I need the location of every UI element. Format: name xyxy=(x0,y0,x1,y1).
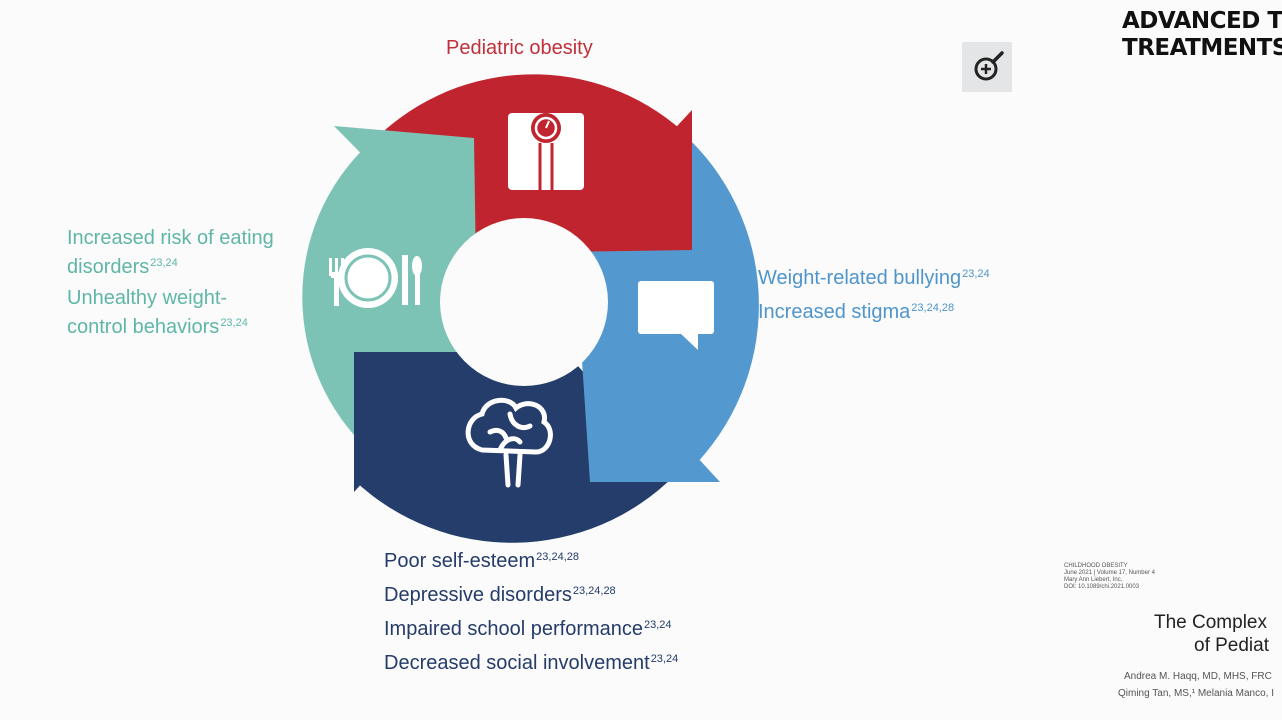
label-line: disorders23,24 xyxy=(67,256,178,278)
author-line: Qiming Tan, MS,¹ Melania Manco, I xyxy=(1118,688,1274,699)
meta-line: Mary Ann Liebert, Inc. xyxy=(1064,577,1123,583)
label-line: control behaviors23,24 xyxy=(67,316,248,338)
meta-line: DOI: 10.1089/chi.2021.0003 xyxy=(1064,584,1140,590)
zoom-in-icon xyxy=(974,51,1004,81)
center-title: Pediatric obesity xyxy=(446,37,593,59)
label-line: Increased risk of eating xyxy=(67,227,274,249)
left-label-eating-disorders: Increased risk of eating disorders23,24 xyxy=(67,226,274,280)
author-line: Andrea M. Haqq, MD, MHS, FRC xyxy=(1124,671,1272,682)
paper-authors: Andrea M. Haqq, MD, MHS, FRC Qiming Tan,… xyxy=(1118,668,1282,702)
speech-bubble-icon xyxy=(638,281,714,350)
corner-title: ADVANCED TEC TREATMENTS I xyxy=(1122,8,1282,62)
paper-title-line: The Complex xyxy=(1154,612,1267,633)
arrow-blue xyxy=(580,330,720,482)
paper-title-line: of Pediat xyxy=(1194,635,1269,656)
arrow-teal xyxy=(334,126,476,270)
bottom-label-social: Decreased social involvement23,24 xyxy=(384,652,679,674)
left-label-weight-control: Unhealthy weight- control behaviors23,24 xyxy=(67,286,248,340)
label-line: Unhealthy weight- xyxy=(67,287,228,309)
paper-meta: CHILDHOOD OBESITY June 2021 | Volume 17,… xyxy=(1064,563,1155,591)
arrow-navy xyxy=(354,352,482,492)
bottom-label-school: Impaired school performance23,24 xyxy=(384,618,672,640)
right-label-bullying: Weight-related bullying23,24 xyxy=(758,267,990,289)
brain-icon xyxy=(465,397,553,488)
plate-utensils-icon xyxy=(329,248,422,308)
bottom-label-self-esteem: Poor self-esteem23,24,28 xyxy=(384,550,579,572)
scale-icon xyxy=(508,113,584,190)
meta-line: June 2021 | Volume 17, Number 4 xyxy=(1064,570,1155,576)
corner-title-line: ADVANCED TEC xyxy=(1122,8,1282,34)
center-hole xyxy=(440,218,608,386)
bottom-label-depressive: Depressive disorders23,24,28 xyxy=(384,584,616,606)
zoom-button[interactable] xyxy=(962,42,1012,92)
right-label-stigma: Increased stigma23,24,28 xyxy=(758,301,955,323)
arrow-red xyxy=(560,110,692,252)
paper-title: The Complex of Pediat xyxy=(1154,611,1282,657)
meta-line: CHILDHOOD OBESITY xyxy=(1064,563,1128,569)
corner-title-line: TREATMENTS I xyxy=(1122,35,1282,61)
